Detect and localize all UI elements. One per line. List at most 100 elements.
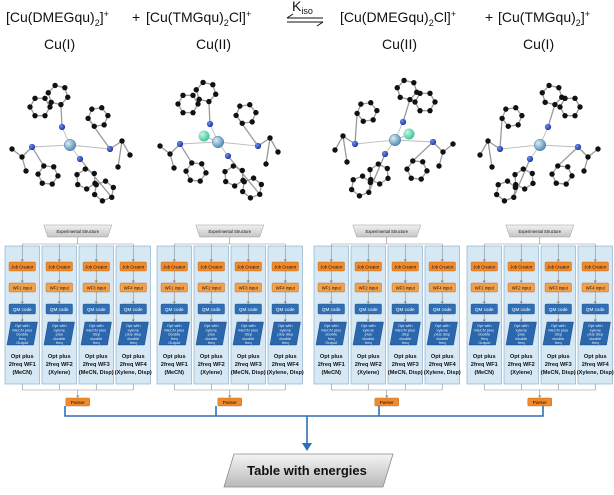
flow-arrowhead xyxy=(329,259,333,262)
flow-arrowhead xyxy=(20,259,24,262)
carbon-atom xyxy=(408,175,414,181)
flow-arrowhead xyxy=(209,319,213,322)
bond xyxy=(227,155,261,195)
carbon-atom xyxy=(404,166,410,172)
carbon-atom xyxy=(45,90,51,96)
qm-code-label: QM code xyxy=(202,307,221,312)
carbon-atom xyxy=(520,166,527,172)
carbon-atom xyxy=(157,143,163,149)
result-line-3: (Xylene) xyxy=(357,370,379,376)
plus-sign-2: + xyxy=(485,9,493,25)
result-line-1: Opt plus xyxy=(274,354,297,360)
carbon-atom xyxy=(420,159,426,165)
job-creator-label: Job Creator xyxy=(11,265,33,270)
flow-arrowhead xyxy=(440,319,444,322)
carbon-atom xyxy=(109,194,115,200)
equilibrium-arrow-icon xyxy=(286,13,324,27)
table-with-energies-box: Table with energies xyxy=(223,453,394,488)
freq-output-box xyxy=(6,321,38,346)
carbon-atom xyxy=(555,163,561,169)
wf-input-label: WF4 input xyxy=(586,286,606,291)
result-line-2: 2freq WF3 xyxy=(83,362,110,368)
carbon-atom xyxy=(359,173,366,179)
k-iso-label: Kiso xyxy=(292,0,313,16)
job-creator-label: Job Creator xyxy=(320,265,342,270)
carbon-atom xyxy=(559,94,565,100)
qm-code-label: QM code xyxy=(13,307,32,312)
nitrogen-atom xyxy=(76,155,84,163)
flow-arrowhead xyxy=(131,301,135,304)
flow-arrowhead xyxy=(403,280,407,283)
flow-arrowhead xyxy=(440,280,444,283)
experimental-structure-label: Experimental Structure xyxy=(518,229,561,234)
job-creator-label: Job Creator xyxy=(431,265,453,270)
flow-arrowhead xyxy=(366,301,370,304)
wf-input-label: WF3 input xyxy=(396,286,416,291)
carbon-atom xyxy=(344,159,350,165)
carbon-atom xyxy=(384,165,390,172)
carbon-atom xyxy=(74,171,80,178)
bond xyxy=(79,158,113,198)
carbon-atom xyxy=(367,179,374,186)
coordination-bond xyxy=(179,141,219,145)
carbon-atom xyxy=(249,119,255,125)
carbon-atom xyxy=(493,191,500,198)
carbon-atom xyxy=(549,171,555,177)
carbon-atom xyxy=(35,171,41,177)
carbon-atom xyxy=(556,84,562,91)
flow-arrowhead xyxy=(366,319,370,322)
experimental-structure-box: Experimental Structure xyxy=(505,224,575,238)
flow-arrowhead xyxy=(94,319,98,322)
bond xyxy=(547,104,556,128)
flow-arrowhead xyxy=(246,319,250,322)
carbon-atom xyxy=(595,146,601,152)
carbon-atom xyxy=(91,123,97,129)
result-line-2: 2freq WF3 xyxy=(392,362,419,368)
bond xyxy=(368,153,386,193)
result-line-3: (MeCN, Disp) xyxy=(388,370,423,376)
flow-arrowhead xyxy=(283,319,287,322)
wf-input-label: WF4 input xyxy=(124,286,144,291)
carbon-atom xyxy=(258,181,265,188)
result-line-2: 2freq WF1 xyxy=(471,362,498,368)
carbon-atom xyxy=(572,95,578,102)
carbon-atom xyxy=(557,104,563,110)
freq-output-box xyxy=(117,321,149,346)
result-line-1: Opt plus xyxy=(200,354,223,360)
carbon-atom xyxy=(190,109,196,116)
carbon-atom xyxy=(237,103,243,109)
carbon-atom xyxy=(47,104,53,110)
parser-label: Parser xyxy=(223,400,238,406)
qm-code-label: QM code xyxy=(50,307,69,312)
flow-arrowhead xyxy=(246,280,250,283)
carbon-atom xyxy=(267,135,273,141)
carbon-atom xyxy=(231,183,238,189)
carbon-atom xyxy=(427,107,433,114)
qm-code-label: QM code xyxy=(549,307,568,312)
carbon-atom xyxy=(489,164,495,170)
flow-arrowhead xyxy=(76,395,80,398)
carbon-atom xyxy=(58,101,64,108)
flow-arrowhead xyxy=(556,319,560,322)
job-creator-label: Job Creator xyxy=(510,265,532,270)
carbon-atom xyxy=(93,182,99,188)
carbon-atom xyxy=(222,168,228,175)
bond xyxy=(412,141,434,162)
carbon-atom xyxy=(239,120,245,126)
flow-arrowhead xyxy=(209,280,213,283)
carbon-atom xyxy=(539,90,545,96)
coordination-bond xyxy=(394,139,434,143)
carbon-atom xyxy=(210,81,216,88)
qm-code-label: QM code xyxy=(512,307,531,312)
carbon-atom xyxy=(85,115,91,122)
